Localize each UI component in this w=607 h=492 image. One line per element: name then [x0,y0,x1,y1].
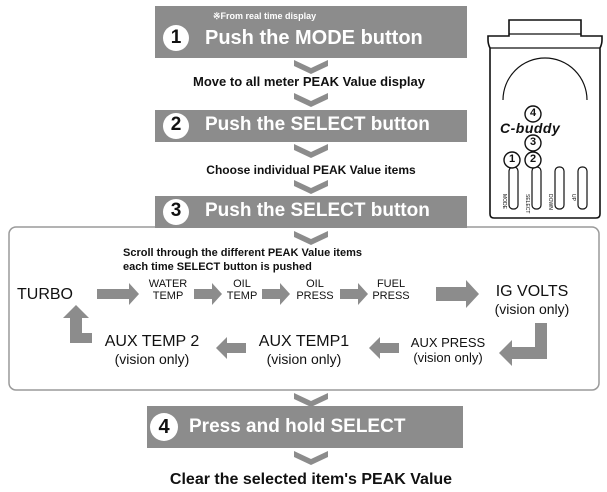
item-oil-temp: OIL TEMP [222,278,262,302]
up-button-slot [577,166,588,210]
step1-note: ※From real time display [213,11,317,21]
item-aux-temp2-line2: (vision only) [114,351,190,368]
chevron-down-icon [294,451,328,465]
down-button-slot [554,166,565,210]
arrow-right-icon [340,283,368,305]
item-fuel-press-line1: FUEL [376,278,406,290]
device-label-mode: MODE [501,194,507,209]
item-aux-temp1: AUX TEMP1 (vision only) [246,333,362,367]
item-water-temp-line1: WATER [148,278,188,290]
item-oil-press: OIL PRESS [290,278,340,302]
item-aux-temp1-line1: AUX TEMP1 [258,333,350,350]
chevron-down-icon [294,393,328,407]
device-label-down: DOWN [547,194,553,210]
device-marker-4: 4 [529,107,537,119]
step1-number-circle [163,25,189,51]
step4-number-circle [150,413,178,441]
item-ig-volts-line2: (vision only) [494,301,570,318]
device-illustration [487,19,603,219]
arrow-right-icon [436,280,479,308]
final-result: Clear the selected item's PEAK Value [169,471,453,488]
arrow-right-icon [194,283,222,305]
step1-banner [155,6,467,58]
item-ig-volts: IG VOLTS (vision only) [480,283,584,317]
device-body [487,19,603,219]
device-label-select: SELECT [524,194,530,214]
device-marker-3: 3 [529,136,537,148]
step1-number: 1 [170,27,182,48]
arrow-left-icon [216,337,246,359]
step2-number: 2 [170,114,182,135]
arrow-right-icon [97,283,139,305]
item-aux-press-line2: (vision only) [413,349,483,365]
step1-label: Push the MODE button [205,27,423,49]
device-marker-1: 1 [508,153,516,165]
item-fuel-press-line2: PRESS [372,289,410,302]
step4-banner [147,406,463,448]
item-oil-press-line2: PRESS [296,289,334,302]
device-brand: C-buddy [500,120,561,136]
step3-number: 3 [170,200,182,221]
item-turbo: TURBO [17,286,73,303]
cycle-intro-line2: each time SELECT button is pushed [123,261,312,273]
item-oil-temp-line2: TEMP [226,289,258,302]
item-ig-volts-line1: IG VOLTS [495,283,569,300]
item-aux-temp2: AUX TEMP 2 (vision only) [93,333,211,367]
step4-label: Press and hold SELECT [189,416,406,437]
item-aux-press-line1: AUX PRESS [410,335,486,350]
arrow-left-icon [369,337,399,359]
chevron-down-icon [294,180,328,194]
device-arc [502,57,588,101]
arrow-bend-left-icon [499,323,547,366]
chevron-down-icon [294,231,328,245]
cycle-intro-line1: Scroll through the different PEAK Value … [123,247,362,259]
step2-result: Choose individual PEAK Value items [206,163,416,177]
item-oil-temp-line1: OIL [233,278,251,290]
chevron-down-icon [294,93,328,107]
step2-banner [155,110,467,142]
item-water-temp-line2: TEMP [152,289,184,302]
item-water-temp: WATER TEMP [140,278,196,302]
chevron-down-icon [294,144,328,158]
device-marker-2: 2 [529,153,537,165]
item-aux-temp1-line2: (vision only) [266,351,342,368]
step4-number: 4 [158,416,170,438]
arrow-return-up-icon [63,305,92,343]
step3-label: Push the SELECT button [205,200,430,221]
device-label-up: UP [570,194,576,201]
arrow-right-icon [262,283,290,305]
chevron-down-icon [294,60,328,74]
item-fuel-press: FUEL PRESS [367,278,415,302]
item-oil-press-line1: OIL [306,278,324,290]
step3-banner [155,196,467,228]
step2-number-circle [163,113,189,139]
step1-result: Move to all meter PEAK Value display [193,74,425,89]
step2-label: Push the SELECT button [205,114,430,135]
item-aux-temp2-line1: AUX TEMP 2 [104,333,200,350]
step3-number-circle [163,199,189,225]
item-aux-press: AUX PRESS (vision only) [398,335,498,366]
